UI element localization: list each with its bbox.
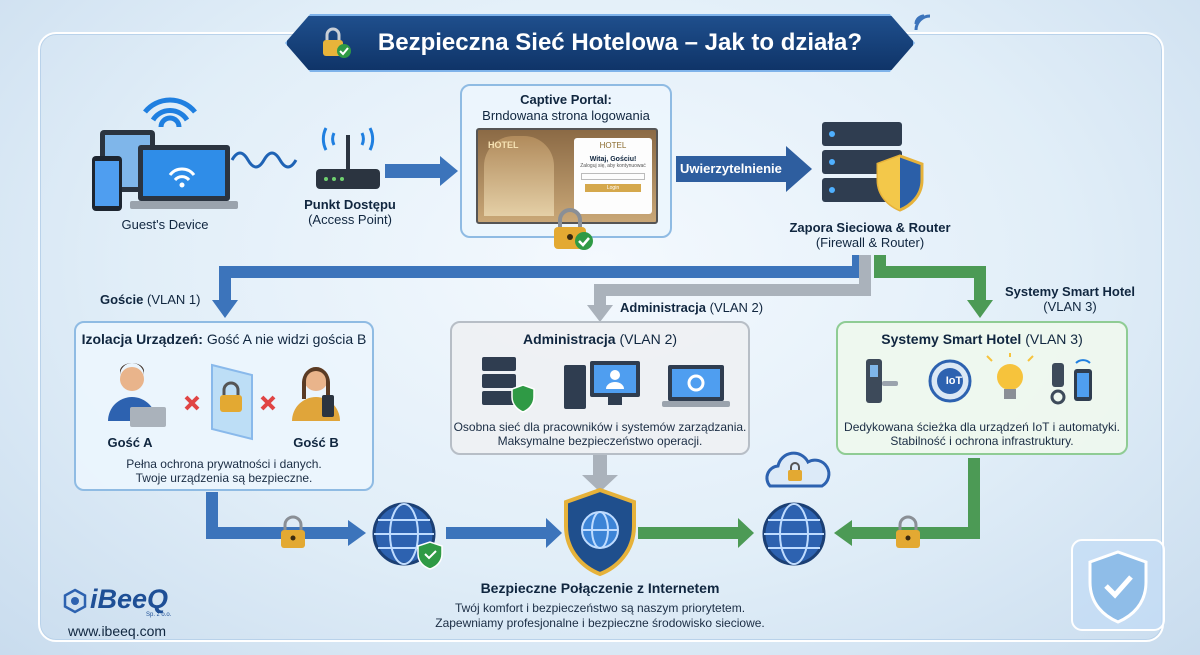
server-icon <box>482 357 535 413</box>
captive-portal-subtitle: Brndowana strona logowania <box>482 108 650 123</box>
ibeeq-logo-icon <box>63 588 87 614</box>
arrow-firewall-to-vlan1 <box>212 255 864 318</box>
door-lock-icon <box>866 359 898 403</box>
guest-device-label: Guest's Device <box>121 217 209 232</box>
laptop-settings-icon <box>662 365 730 407</box>
arrow-portal-to-firewall <box>676 146 812 192</box>
wifi-corner-icon <box>914 14 931 31</box>
arrow-vlan3-to-internet <box>834 458 980 546</box>
internet-desc-1: Twój komfort i bezpieczeństwo są naszym … <box>454 601 746 615</box>
vlan2-title: Administracja (VLAN 2) <box>522 331 678 347</box>
firewall-sublabel: (Firewall & Router) <box>815 235 925 250</box>
arrow-shield-to-globe <box>638 518 754 548</box>
login-greeting: Witaj, Gościu! <box>589 156 637 163</box>
login-brand: HOTEL <box>599 141 627 150</box>
vlan2-panel: Administracja (VLAN 2) Osobna sieć dla p… <box>450 321 750 455</box>
iot-label: IoT <box>945 375 963 387</box>
internet-desc-2: Zapewniamy profesjonalne i bezpieczne śr… <box>435 616 765 630</box>
internet-title: Bezpieczne Połączenie z Internetem <box>480 580 720 596</box>
login-hint: Zaloguj się, aby kontynuować <box>580 163 646 169</box>
guest-b-icon <box>292 367 340 421</box>
vlan3-desc-2: Stabilność i ochrona infrastruktury. <box>890 434 1074 448</box>
admin-devices-illustration <box>482 357 730 413</box>
login-card: HOTEL Witaj, Gościu! Zaloguj się, aby ko… <box>574 138 652 214</box>
thermostat-phone-icon <box>1050 359 1092 405</box>
lock-icon-left <box>281 515 305 548</box>
login-button[interactable]: Login <box>585 184 641 192</box>
hotel-sign: HOTEL <box>488 140 519 150</box>
vlan3-title: Systemy Smart Hotel (VLAN 3) <box>881 331 1083 347</box>
title-banner: Bezpieczna Sieć Hotelowa – Jak to działa… <box>285 14 915 72</box>
vlan1-title: Izolacja Urządzeń: Gość A nie widzi gośc… <box>81 331 367 347</box>
arrow-vlan2-to-shield <box>582 455 618 492</box>
security-badge-icon <box>1071 539 1165 631</box>
page-title: Bezpieczna Sieć Hotelowa – Jak to działa… <box>377 29 863 56</box>
block-x-icon-2 <box>260 395 276 411</box>
device-isolation-illustration <box>108 363 340 441</box>
lock-check-icon <box>323 27 351 58</box>
firewall-label: Zapora Sieciowa & Router <box>789 220 951 235</box>
globe-check-icon <box>372 502 443 570</box>
vlan1-desc-2: Twoje urządzenia są bezpieczne. <box>135 471 313 485</box>
vlan1-desc-1: Pełna ochrona prywatności i danych. <box>126 457 322 471</box>
arrow-firewall-to-vlan3 <box>874 255 993 318</box>
internet-shield-icon <box>564 487 636 577</box>
branch-smart-sublabel: (VLAN 3) <box>1043 299 1097 314</box>
vlan2-desc-1: Osobna sieć dla pracowników i systemów z… <box>453 420 747 434</box>
guest-a-icon <box>108 363 166 427</box>
auth-arrow-label: Uwierzytelnienie <box>680 161 782 176</box>
vlan3-panel: Systemy Smart Hotel (VLAN 3) IoT Dedykow… <box>836 321 1128 455</box>
vlan3-desc-1: Dedykowana ścieżka dla urządzeń IoT i au… <box>844 420 1120 434</box>
lightbulb-icon <box>986 353 1034 399</box>
brand-logo: iBeeQ <box>90 584 169 614</box>
portal-lock-icon <box>554 208 593 250</box>
block-x-icon <box>184 395 200 411</box>
branch-smart-label: Systemy Smart Hotel <box>1004 284 1136 299</box>
branch-guests-label: Goście (VLAN 1) <box>100 292 201 307</box>
guest-devices-icon <box>92 97 238 211</box>
brand-url[interactable]: www.ibeeq.com <box>68 623 167 639</box>
wifi-icon <box>143 97 197 128</box>
login-input[interactable] <box>581 173 645 180</box>
desktop-icon <box>564 361 640 409</box>
iot-icon <box>928 359 972 403</box>
arrow-globe-to-shield <box>446 518 562 548</box>
branch-admin-label: Administracja (VLAN 2) <box>620 300 764 315</box>
access-point-label: Punkt Dostępu <box>304 197 396 212</box>
guest-b-label: Gość B <box>293 435 339 450</box>
access-point-sublabel: (Access Point) <box>308 212 392 227</box>
captive-portal-title: Captive Portal: <box>520 92 612 107</box>
vlan1-panel: Izolacja Urządzeń: Gość A nie widzi gośc… <box>74 321 374 491</box>
wireless-wave <box>230 151 298 169</box>
vlan2-desc-2: Maksymalne bezpieczeństwo operacji. <box>497 434 703 448</box>
isolation-glass-icon <box>211 363 253 441</box>
guest-a-label: Gość A <box>107 435 153 450</box>
lock-icon-right <box>896 515 920 548</box>
access-point-icon <box>316 127 380 189</box>
arrow-firewall-to-vlan2 <box>587 255 871 322</box>
arrow-ap-to-portal <box>385 156 458 186</box>
smart-devices-illustration <box>866 353 1092 405</box>
cloud-globe-icon <box>762 451 831 566</box>
brand-logo-sub: Sp. z o.o. <box>146 612 172 618</box>
internet-section: Bezpieczne Połączenie z Internetem Twój … <box>380 580 820 631</box>
hotel-lobby-image: HOTEL HOTEL Witaj, Gościu! Zaloguj się, … <box>476 128 658 224</box>
firewall-router-icon <box>822 122 924 212</box>
